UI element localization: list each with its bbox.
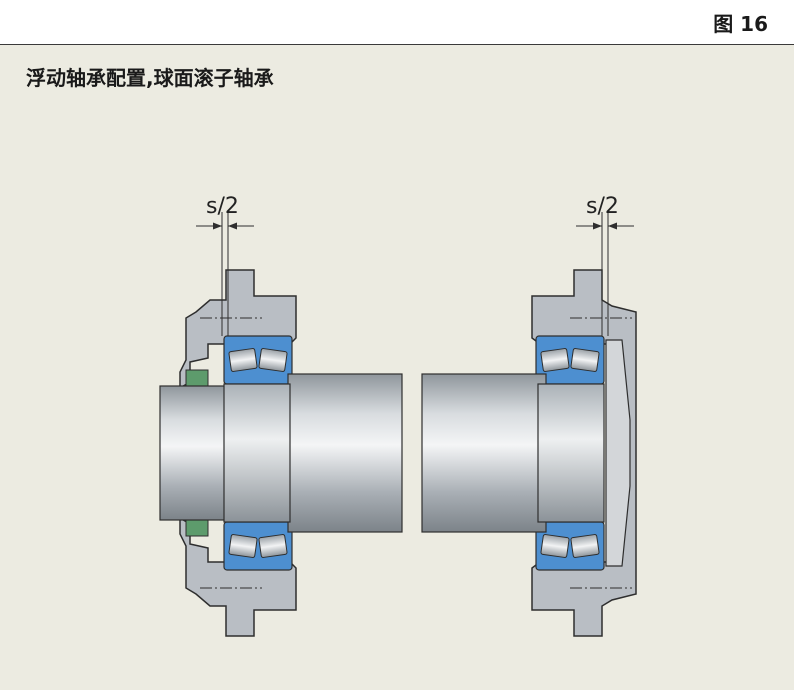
left-shaft-step (287, 373, 403, 533)
left-seal-lower (185, 519, 209, 537)
left-roller-2 (258, 348, 288, 372)
right-end-cover (605, 339, 631, 567)
left-inner-ring (223, 383, 291, 523)
left-bearing-arrangement: s/2 (159, 194, 403, 637)
right-roller-2 (570, 348, 600, 372)
left-roller-4 (258, 534, 288, 558)
right-bearing-arrangement: s/2 (421, 194, 637, 637)
right-inner-ring (537, 383, 605, 523)
header-bar: 图 16 (0, 0, 794, 45)
left-dim-arrowhead-left (213, 222, 222, 230)
left-roller-3 (228, 534, 258, 558)
figure-number: 图 16 (713, 12, 768, 36)
left-roller-1 (228, 348, 258, 372)
right-dim-arrowhead-left (593, 222, 602, 230)
page-title: 浮动轴承配置,球面滚子轴承 (26, 66, 274, 90)
left-seal-upper (185, 369, 209, 387)
right-roller-1 (540, 348, 570, 372)
right-dimension-label: s/2 (586, 194, 619, 219)
left-dimension-label: s/2 (206, 194, 239, 219)
right-roller-3 (540, 534, 570, 558)
right-shaft (421, 373, 547, 533)
right-dim-arrowhead-right (608, 222, 617, 230)
left-dim-arrowhead-right (228, 222, 237, 230)
right-roller-4 (570, 534, 600, 558)
